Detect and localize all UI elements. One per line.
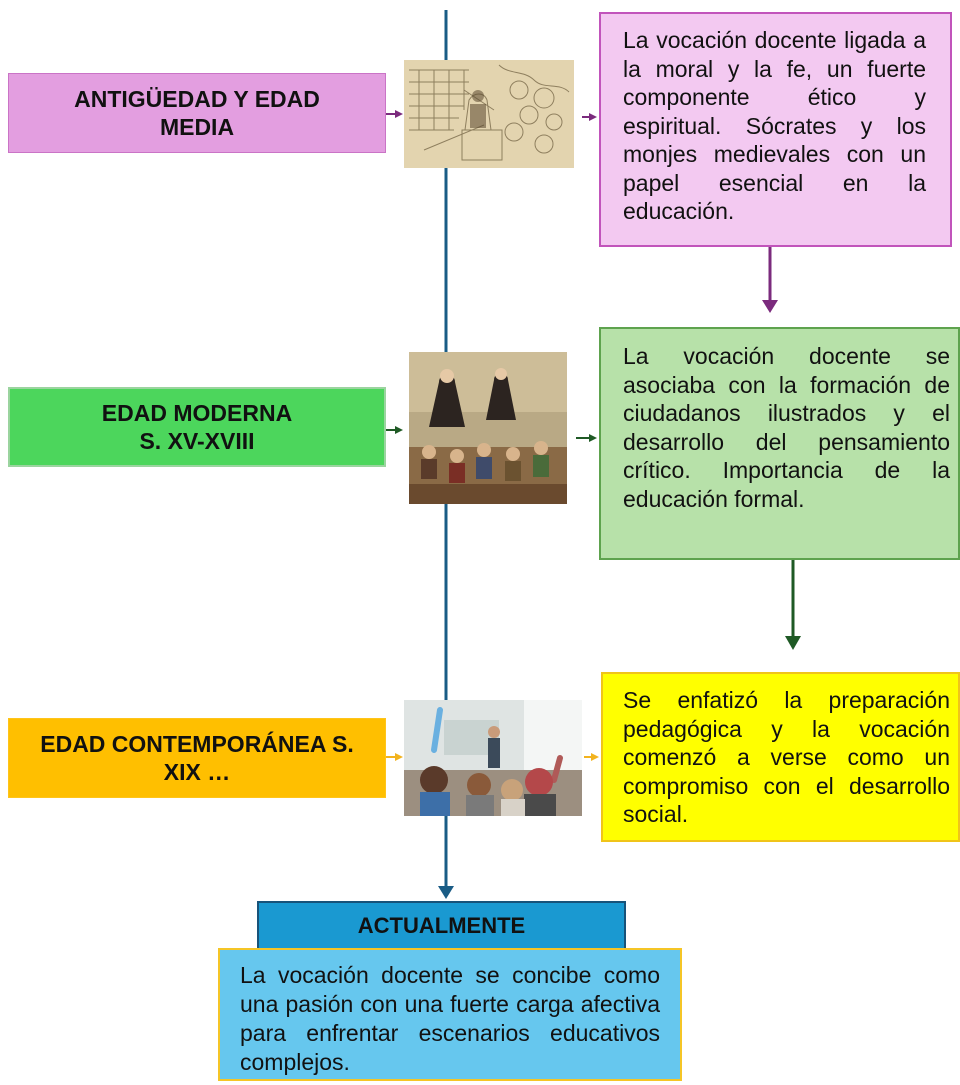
description-text: La vocación docente se asociaba con la f… bbox=[623, 343, 950, 512]
timeline-arrowhead bbox=[438, 886, 454, 899]
era-label: EDAD MODERNA S. XV-XVIII bbox=[101, 400, 293, 454]
era-label: EDAD CONTEMPORÁNEA S. XIX … bbox=[40, 731, 354, 785]
classroom-painting-image bbox=[409, 352, 567, 504]
era-box-antiguedad: ANTIGÜEDAD Y EDAD MEDIA bbox=[8, 73, 386, 153]
description-antiguedad: La vocación docente ligada a la moral y … bbox=[599, 12, 952, 247]
description-text: Se enfatizó la preparación pedagógica y … bbox=[623, 687, 950, 827]
era-box-contemporanea: EDAD CONTEMPORÁNEA S. XIX … bbox=[8, 718, 386, 798]
current-description: La vocación docente se concibe como una … bbox=[218, 948, 682, 1081]
current-title-box: ACTUALMENTE bbox=[257, 901, 626, 951]
era-label: ANTIGÜEDAD Y EDAD MEDIA bbox=[74, 86, 320, 140]
description-text: La vocación docente ligada a la moral y … bbox=[623, 27, 926, 224]
description-contemporanea: Se enfatizó la preparación pedagógica y … bbox=[601, 672, 960, 842]
arrow-desc1-down-head bbox=[762, 300, 778, 313]
description-text: La vocación docente se concibe como una … bbox=[240, 962, 660, 1075]
description-moderna: La vocación docente se asociaba con la f… bbox=[599, 327, 960, 560]
current-title: ACTUALMENTE bbox=[357, 913, 526, 938]
modern-classroom-photo bbox=[404, 700, 582, 816]
arrow-desc2-down-head bbox=[785, 636, 801, 650]
era-box-moderna: EDAD MODERNA S. XV-XVIII bbox=[8, 387, 386, 467]
medieval-illustration-image bbox=[404, 60, 574, 168]
